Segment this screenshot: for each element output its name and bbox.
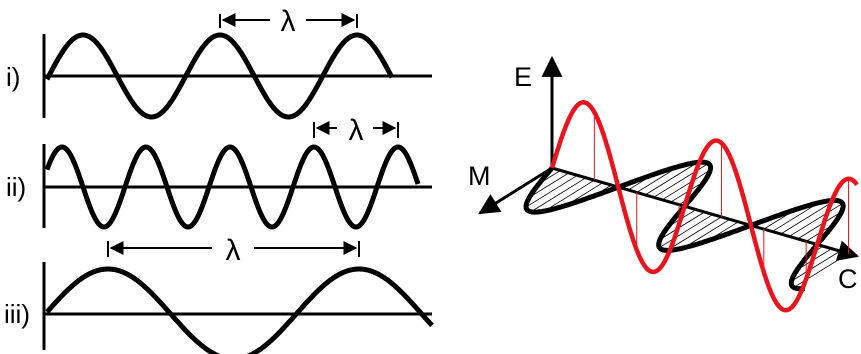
magnetic-vector	[755, 219, 767, 228]
em-wave-3d: E M C	[468, 55, 860, 313]
wavelength-symbol: λ	[226, 234, 241, 267]
magnetic-vector	[667, 216, 722, 251]
magnetic-vector	[763, 209, 796, 230]
magnetic-vector	[772, 202, 820, 232]
magnetic-vector	[707, 221, 739, 242]
wave-curve	[44, 32, 395, 120]
magnetic-vector	[789, 203, 843, 237]
magnetic-vector	[780, 200, 836, 235]
electric-wave	[549, 100, 859, 313]
magnetic-vector	[538, 170, 561, 185]
row-label: iii)	[4, 299, 30, 329]
magnetic-vector	[683, 218, 731, 249]
magnetic-vector	[529, 172, 570, 198]
magnetic-vector	[736, 223, 748, 232]
magnetic-vector	[544, 179, 595, 212]
magnetic-axis-arrow	[478, 166, 553, 215]
wave-curve	[45, 266, 434, 354]
wave-row-3: iii) λ	[4, 234, 434, 354]
wave-curve	[44, 144, 421, 230]
wavelength-symbol: λ	[281, 5, 296, 38]
magnetic-wave	[523, 159, 846, 292]
magnetic-vector	[525, 174, 578, 208]
wave-row-2: ii) λ	[6, 114, 432, 230]
wavelength-symbol: λ	[349, 114, 364, 147]
electric-field-vectors	[593, 113, 850, 279]
row-label: ii)	[6, 172, 26, 202]
magnetic-vector	[530, 177, 587, 213]
magnetic-vector	[791, 250, 841, 282]
magnetic-vector	[661, 169, 711, 201]
magnetic-vector	[644, 162, 699, 196]
wave-row-1: i) λ	[6, 5, 432, 120]
magnetic-vector	[565, 182, 604, 206]
magnetic-vector	[797, 211, 842, 240]
magnetic-vector	[628, 174, 654, 191]
row-label: i)	[6, 62, 20, 92]
magnetic-axis-label: M	[468, 161, 491, 191]
propagation-axis-label: C	[838, 264, 858, 294]
magnetic-vector	[659, 211, 705, 240]
magnetic-vector	[593, 184, 612, 197]
magnetic-field-vectors	[525, 162, 849, 288]
magnetic-vector	[636, 166, 680, 193]
magnetic-vector	[653, 163, 709, 198]
magnetic-vector	[659, 214, 714, 248]
electric-axis-label: E	[514, 62, 532, 92]
